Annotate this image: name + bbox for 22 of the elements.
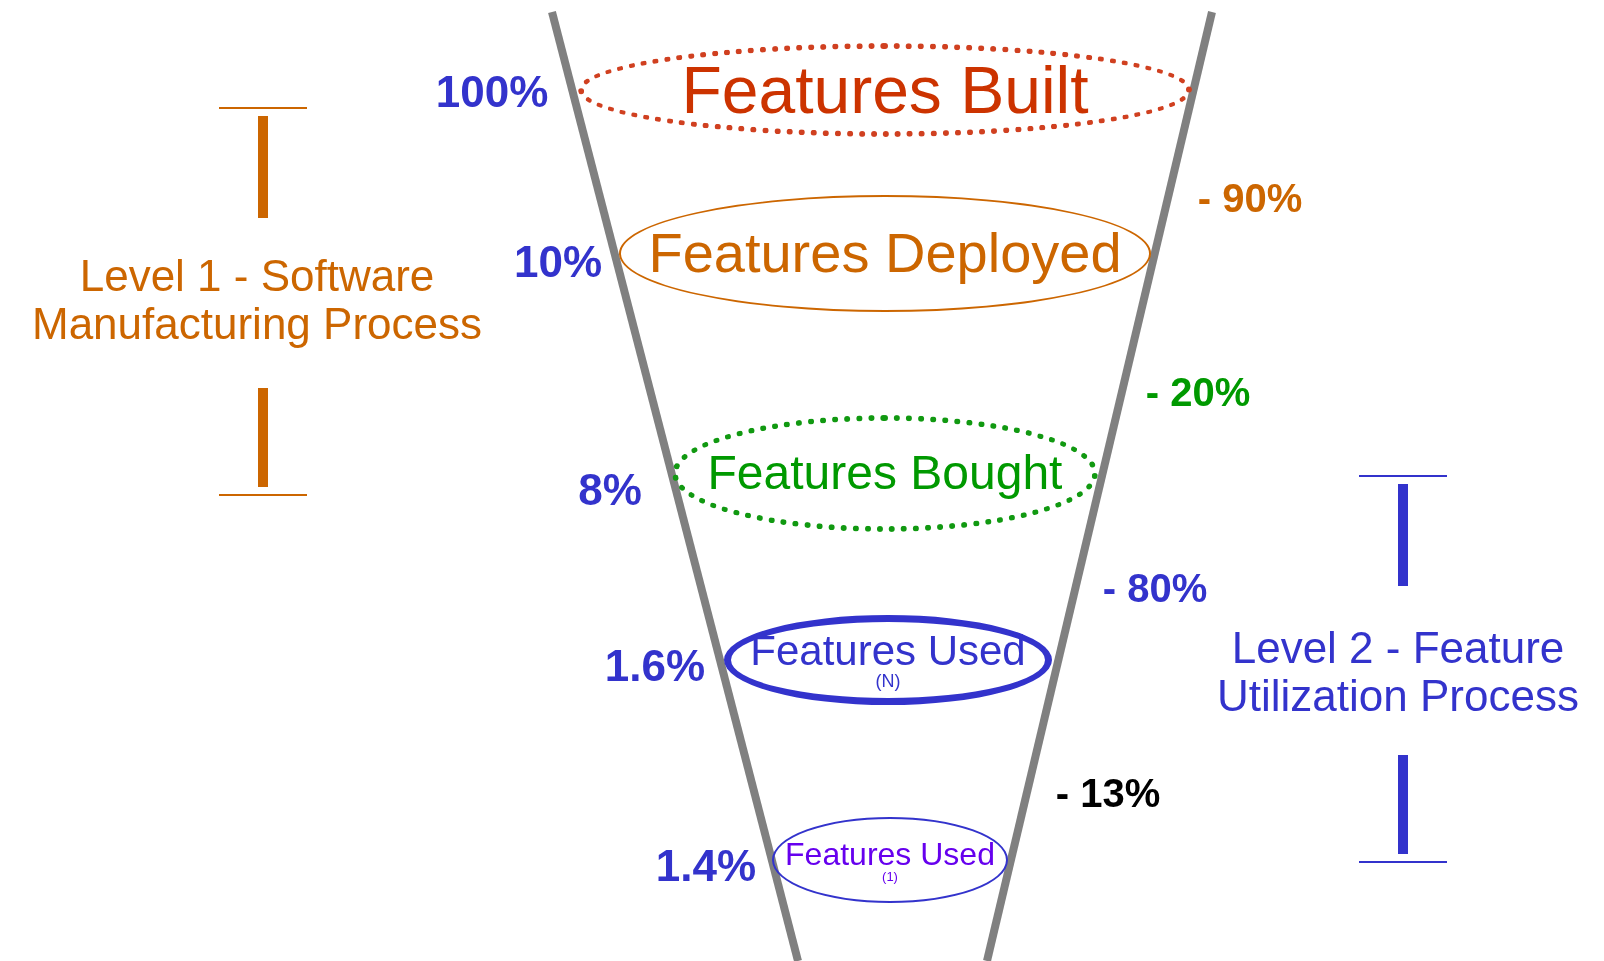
level-label: Level 1 - Software Manufacturing Process [31,251,483,349]
stage-label: Features Bought [707,449,1063,497]
percentage-label: - 80% [1102,566,1208,610]
percentage-label: - 90% [1197,176,1303,220]
ellipse-stage [724,615,1052,705]
percentage-label: 10% [513,237,603,287]
percentage-label: 1.6% [604,641,706,691]
percentage-label: 100% [435,67,549,117]
stage-label: Features Used [785,837,995,870]
percentage-label: - 20% [1145,370,1251,414]
stage-label: Features Used [750,630,1026,672]
percentage-label: - 13% [1055,771,1161,815]
ellipse-stage [619,194,1151,312]
percentage-label: 1.4% [655,841,757,891]
subscript-label: (1) [882,869,898,883]
percentage-label: 8% [578,465,642,515]
level-label: Level 2 - Feature Utilization Process [1216,623,1580,721]
subscript-label: (N) [875,672,901,690]
stage-label: Features Built [681,57,1089,123]
ellipse-stage [578,43,1192,137]
ellipse-stage [772,817,1008,903]
ellipse-stage [672,414,1098,532]
